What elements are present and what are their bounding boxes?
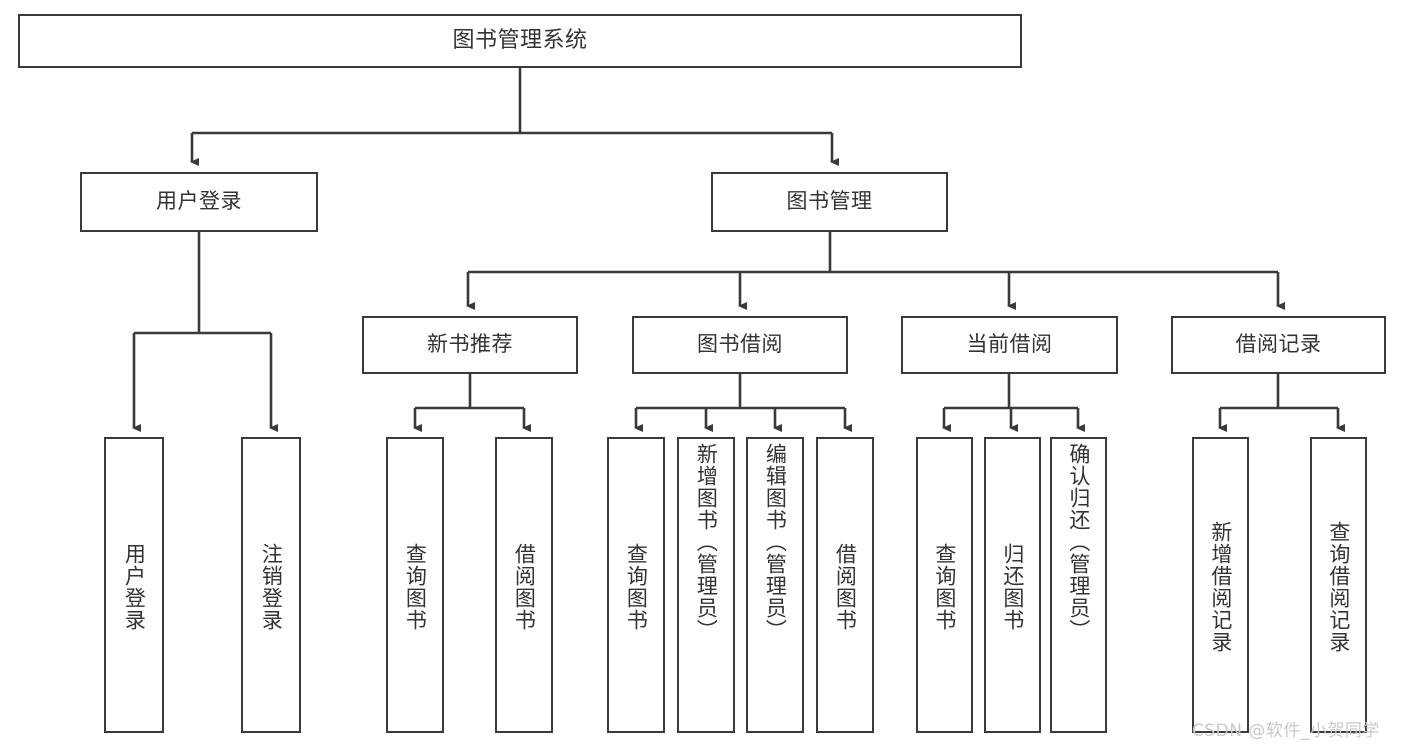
leaf-user-login[interactable]: 用户登录: [104, 437, 164, 733]
node-label: 图书借阅: [697, 332, 783, 357]
leaf-add-book-admin[interactable]: 新增图书（管理员）: [677, 437, 735, 733]
node-label: 查询图书: [403, 543, 428, 631]
leaf-query-borrow-record[interactable]: 查询借阅记录: [1310, 437, 1367, 733]
node-label: 注销登录: [259, 543, 284, 631]
node-user-login[interactable]: 用户登录: [80, 172, 318, 232]
node-label: 查询图书: [932, 543, 957, 631]
leaf-query-book-recommend[interactable]: 查询图书: [386, 437, 444, 733]
node-label: 借阅记录: [1235, 332, 1322, 357]
node-label: 当前借阅: [966, 332, 1053, 357]
leaf-inner: 新增借阅记录: [1194, 439, 1247, 731]
leaf-logout[interactable]: 注销登录: [241, 437, 301, 733]
leaf-inner: 用户登录: [106, 439, 162, 731]
leaf-borrow-book[interactable]: 借阅图书: [816, 437, 874, 733]
leaf-return-book[interactable]: 归还图书: [984, 437, 1041, 733]
node-label: 归还图书: [1000, 543, 1025, 631]
node-label: 新增图书（管理员）: [694, 443, 719, 641]
node-book-management[interactable]: 图书管理: [711, 172, 948, 232]
node-book-borrow[interactable]: 图书借阅: [632, 316, 848, 374]
node-label: 用户登录: [156, 189, 242, 214]
node-label: 查询借阅记录: [1326, 521, 1351, 653]
node-label: 图书管理系统: [452, 27, 588, 53]
leaf-inner: 借阅图书: [497, 439, 551, 731]
leaf-inner: 查询借阅记录: [1312, 439, 1365, 731]
node-label: 图书管理: [786, 189, 873, 214]
node-label: 确认归还（管理员）: [1066, 443, 1091, 641]
leaf-inner: 归还图书: [986, 439, 1039, 731]
node-borrow-record[interactable]: 借阅记录: [1171, 316, 1386, 374]
leaf-query-book-borrow[interactable]: 查询图书: [607, 437, 665, 733]
leaf-inner: 编辑图书（管理员）: [748, 439, 802, 731]
leaf-inner: 新增图书（管理员）: [679, 439, 733, 731]
leaf-borrow-book-recommend[interactable]: 借阅图书: [495, 437, 553, 733]
node-label: 查询图书: [624, 543, 649, 631]
node-label: 用户登录: [122, 543, 147, 631]
leaf-edit-book-admin[interactable]: 编辑图书（管理员）: [746, 437, 804, 733]
node-label: 新书推荐: [427, 332, 513, 357]
leaf-inner: 查询图书: [388, 439, 442, 731]
node-label: 编辑图书（管理员）: [763, 443, 788, 641]
leaf-add-borrow-record[interactable]: 新增借阅记录: [1192, 437, 1249, 733]
leaf-inner: 查询图书: [609, 439, 663, 731]
leaf-query-book-current[interactable]: 查询图书: [916, 437, 973, 733]
leaf-inner: 确认归还（管理员）: [1052, 439, 1105, 731]
leaf-confirm-return-admin[interactable]: 确认归还（管理员）: [1050, 437, 1107, 733]
node-current-borrow[interactable]: 当前借阅: [901, 316, 1118, 374]
node-label: 借阅图书: [512, 543, 537, 631]
leaf-inner: 借阅图书: [818, 439, 872, 731]
node-new-book-recommend[interactable]: 新书推荐: [362, 316, 578, 374]
leaf-inner: 查询图书: [918, 439, 971, 731]
leaf-inner: 注销登录: [243, 439, 299, 731]
node-label: 新增借阅记录: [1208, 521, 1233, 653]
node-root-system[interactable]: 图书管理系统: [18, 14, 1022, 68]
csdn-watermark: CSDN @软件_小贺同学: [1192, 721, 1380, 741]
node-label: 借阅图书: [833, 543, 858, 631]
